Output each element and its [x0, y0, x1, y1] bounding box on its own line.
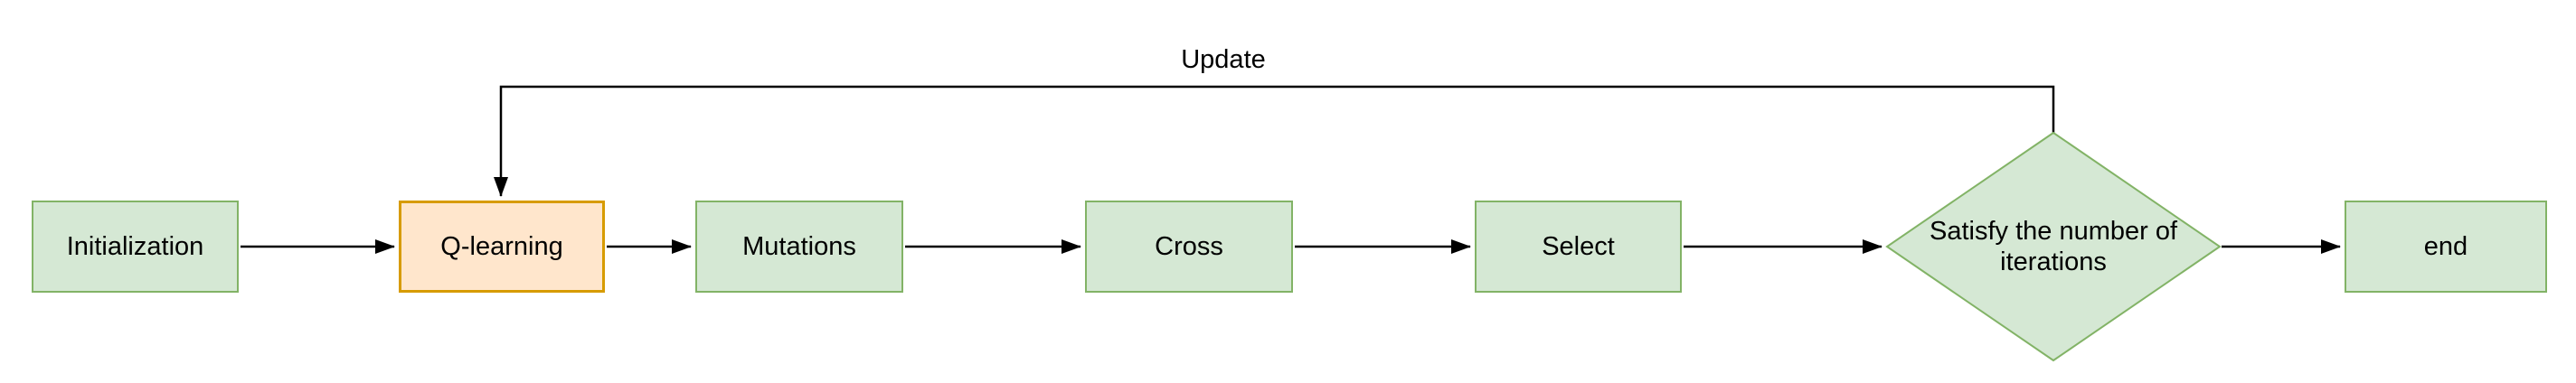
node-decision: Satisfy the number of iterations [1904, 133, 2203, 360]
update-edge-label: Update [1121, 45, 1326, 74]
update-edge-label-text: Update [1181, 45, 1266, 74]
node-cross-label: Cross [1155, 232, 1223, 261]
node-q-learning-label: Q-learning [440, 232, 563, 261]
node-select: Select [1475, 201, 1682, 293]
node-select-label: Select [1542, 232, 1615, 261]
node-end-label: end [2423, 232, 2468, 261]
node-decision-label: Satisfy the number of iterations [1929, 217, 2178, 276]
node-initialization-label: Initialization [66, 232, 204, 261]
node-q-learning: Q-learning [399, 201, 605, 293]
decision-diamond-shape [1885, 131, 2222, 362]
node-end: end [2345, 201, 2547, 293]
node-cross: Cross [1085, 201, 1293, 293]
node-initialization: Initialization [32, 201, 239, 293]
node-mutations-label: Mutations [742, 232, 856, 261]
edge-update-loop [494, 85, 2055, 197]
node-mutations: Mutations [695, 201, 903, 293]
